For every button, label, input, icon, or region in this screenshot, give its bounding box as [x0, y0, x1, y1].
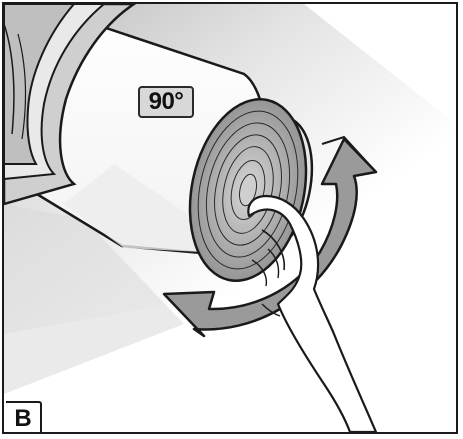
illustration: [4, 4, 456, 432]
wall-shadow: [4, 204, 184, 394]
temperature-badge: 90°: [138, 86, 194, 118]
panel-label: B: [6, 401, 42, 432]
hand-icon: [247, 194, 378, 432]
illustration-frame: 90° B: [2, 2, 458, 434]
